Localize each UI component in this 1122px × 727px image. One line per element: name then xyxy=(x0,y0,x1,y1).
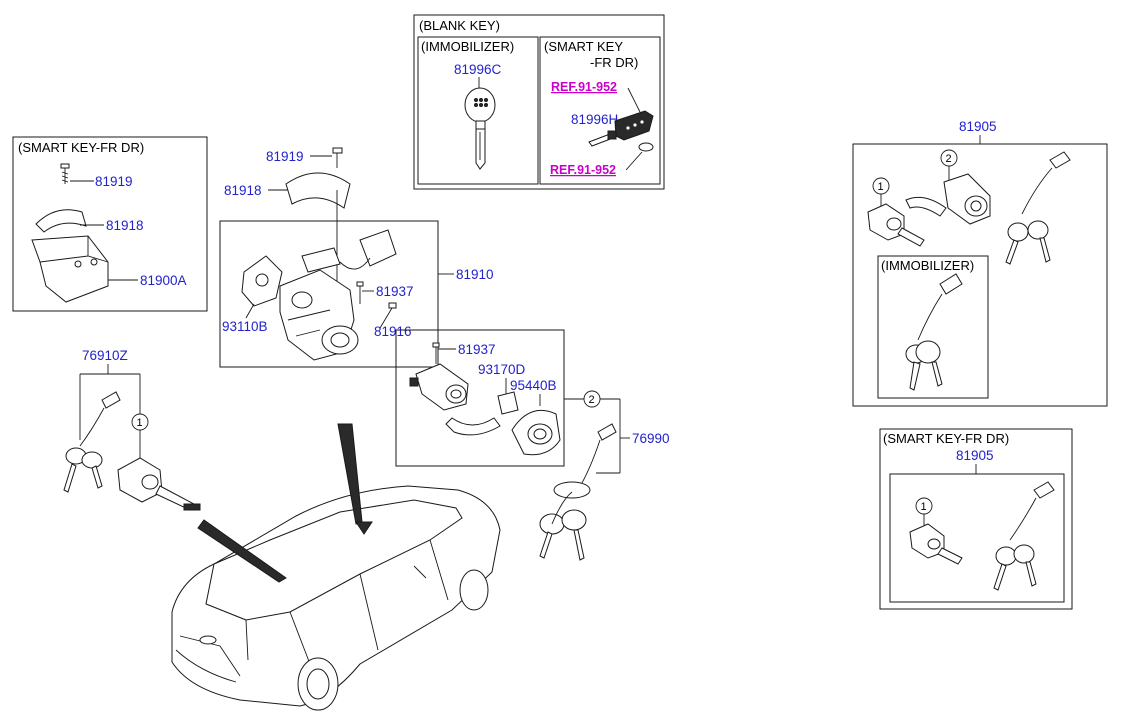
key-set-icon-right xyxy=(1005,151,1071,265)
smart-key-fob-icon xyxy=(614,110,654,141)
key-ring-icon xyxy=(638,142,654,152)
cylinder-set-group: 81937 93170D 95440B 2 76990 xyxy=(395,329,670,474)
screw-icon xyxy=(60,163,70,184)
immobilizer-antenna-icon xyxy=(301,229,397,273)
part-81937-mid[interactable]: 81937 xyxy=(458,342,496,357)
door-lock-cylinder-icon xyxy=(117,457,201,511)
ref-91-952-bottom[interactable]: REF.91-952 xyxy=(550,163,616,177)
immobilizer-header: (IMMOBILIZER) xyxy=(421,39,514,54)
key-set-76910Z-group: 76910Z 1 xyxy=(63,348,201,511)
part-81996H[interactable]: 81996H xyxy=(571,112,618,127)
key-set-icon-bottom xyxy=(993,481,1055,591)
emergency-key-blade-icon xyxy=(588,130,617,147)
key-set-76990-icon xyxy=(539,423,617,561)
part-76990[interactable]: 76990 xyxy=(632,431,670,446)
part-81937-top[interactable]: 81937 xyxy=(376,284,414,299)
smart-key-right-box xyxy=(879,428,1073,610)
small-screw-icon-2 xyxy=(432,342,440,364)
callout-1-bottom: 1 xyxy=(921,501,927,513)
key-set-76910Z-icon xyxy=(63,391,121,493)
smart-key-right-header: (SMART KEY-FR DR) xyxy=(883,431,1009,446)
smart-key-fr-dr-right-group: (SMART KEY-FR DR) 81905 1 xyxy=(879,428,1073,610)
smart-key-fr-dr-left-group: (SMART KEY-FR DR) 81919 81918 81900A xyxy=(12,136,208,312)
immobilizer-key-icon xyxy=(464,87,496,170)
upper-shroud-cover-icon xyxy=(35,209,87,233)
lower-bracket-housing-icon xyxy=(31,235,109,303)
door-cylinder-icon-bottom xyxy=(909,523,963,565)
lock-set-81905-group: 81905 2 1 (IMMOBILIZER) xyxy=(852,119,1108,407)
smart-key-right-inner-box xyxy=(889,473,1065,603)
lamp-module-icon xyxy=(497,391,519,415)
key-cylinder-icon xyxy=(409,363,469,411)
smart-key-left-header: (SMART KEY-FR DR) xyxy=(18,140,144,155)
ignition-lock-group: 81919 81918 81910 93110B xyxy=(219,147,494,368)
part-81910[interactable]: 81910 xyxy=(456,267,494,282)
ring-housing-icon xyxy=(511,410,561,456)
callout-2-middle: 2 xyxy=(589,394,595,406)
smart-key-left-box xyxy=(12,136,208,312)
immobilizer-key-set-icon xyxy=(905,273,963,391)
part-93110B[interactable]: 93110B xyxy=(222,319,268,334)
shear-bolt-bracket-icon xyxy=(285,172,351,209)
smart-key-header-line2: -FR DR) xyxy=(590,55,638,70)
blank-key-group: (BLANK KEY) (IMMOBILIZER) (SMART KEY -FR… xyxy=(413,14,665,190)
immobilizer-right-header: (IMMOBILIZER) xyxy=(881,258,974,273)
door-cylinder-icon-right xyxy=(867,203,925,247)
cylinder-set-box xyxy=(395,329,565,467)
bolt-icon xyxy=(332,147,343,168)
smart-key-header-line1: (SMART KEY xyxy=(544,39,623,54)
callout-1-left: 1 xyxy=(137,417,143,429)
part-81919-left[interactable]: 81919 xyxy=(95,174,133,189)
lock-set-81905-box xyxy=(852,143,1108,407)
blank-key-box xyxy=(413,14,665,190)
part-81996C[interactable]: 81996C xyxy=(454,62,502,77)
pointer-arrows xyxy=(197,423,373,583)
part-95440B[interactable]: 95440B xyxy=(510,378,557,393)
part-93170D[interactable]: 93170D xyxy=(478,362,526,377)
callout-1-right: 1 xyxy=(878,181,884,193)
part-81900A[interactable]: 81900A xyxy=(140,273,187,288)
vehicle-illustration xyxy=(171,485,501,711)
small-screw-icon xyxy=(356,281,364,304)
part-81918[interactable]: 81918 xyxy=(224,183,262,198)
shear-bolt-icon xyxy=(379,302,397,329)
ignition-lock-box xyxy=(219,220,439,368)
immobilizer-key-box xyxy=(417,36,539,185)
part-81916[interactable]: 81916 xyxy=(374,324,412,339)
part-76910Z[interactable]: 76910Z xyxy=(82,348,128,363)
part-81905-bottom[interactable]: 81905 xyxy=(956,448,994,463)
part-81905-top[interactable]: 81905 xyxy=(959,119,997,134)
ignition-lock-body-icon xyxy=(279,269,359,361)
part-81919[interactable]: 81919 xyxy=(266,149,304,164)
callout-2-right: 2 xyxy=(946,153,952,165)
part-81918-left[interactable]: 81918 xyxy=(106,218,144,233)
ignition-cylinder-icon-right xyxy=(905,173,991,225)
key-warning-switch-icon xyxy=(241,255,283,307)
cylinder-cable-icon xyxy=(445,417,501,436)
blank-key-header: (BLANK KEY) xyxy=(419,18,500,33)
immobilizer-sub-box xyxy=(877,255,989,399)
smart-key-box xyxy=(539,36,661,185)
ref-91-952-top[interactable]: REF.91-952 xyxy=(551,80,617,94)
